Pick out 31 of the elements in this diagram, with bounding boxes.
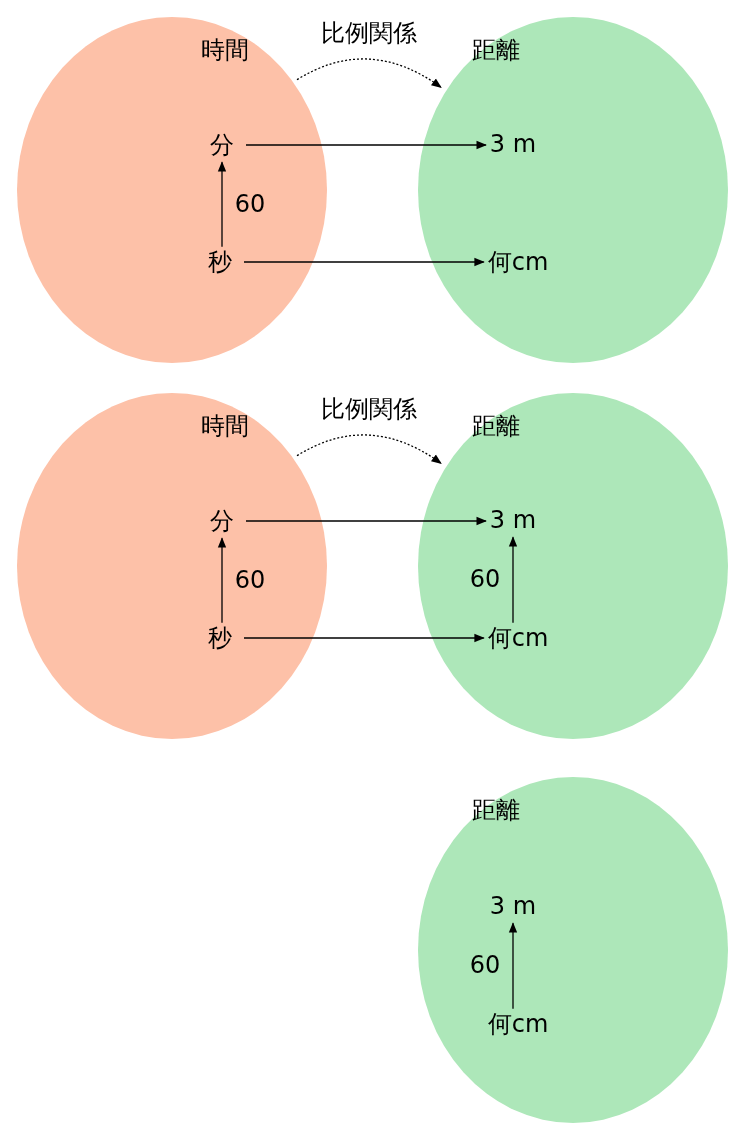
region-heading: 時間 — [201, 36, 249, 64]
arrow — [508, 922, 518, 1010]
arrow — [243, 633, 485, 643]
arrow — [217, 161, 227, 248]
quantity-label: 3 m — [489, 892, 537, 920]
quantity-label: 分 — [210, 507, 234, 535]
edge-label: 60 — [234, 190, 266, 217]
quantity-label: 3 m — [489, 506, 537, 534]
edge-label: 比例関係 — [321, 19, 417, 46]
quantity-label: 何cm — [487, 1010, 549, 1038]
quantity-label: 分 — [210, 131, 234, 159]
quantity-label: 秒 — [208, 248, 232, 276]
edge-label: 比例関係 — [321, 395, 417, 422]
edge-label: 60 — [469, 951, 501, 979]
quantity-label: 何cm — [487, 624, 549, 652]
region-heading: 距離 — [472, 412, 520, 440]
quantity-label: 3 m — [489, 130, 537, 158]
edge-label: 60 — [469, 565, 501, 593]
arrow — [245, 516, 487, 526]
region-heading: 距離 — [472, 796, 520, 824]
quantity-label: 秒 — [208, 624, 232, 652]
dotted-arrow — [296, 434, 442, 464]
edge-label: 60 — [234, 566, 266, 593]
quantity-label: 何cm — [487, 248, 549, 276]
arrow — [245, 140, 487, 150]
region-heading: 時間 — [201, 412, 249, 440]
dotted-arrow — [296, 58, 442, 88]
arrow — [217, 537, 227, 624]
region-heading: 距離 — [472, 36, 520, 64]
arrow — [243, 257, 485, 267]
arrow — [508, 536, 518, 624]
